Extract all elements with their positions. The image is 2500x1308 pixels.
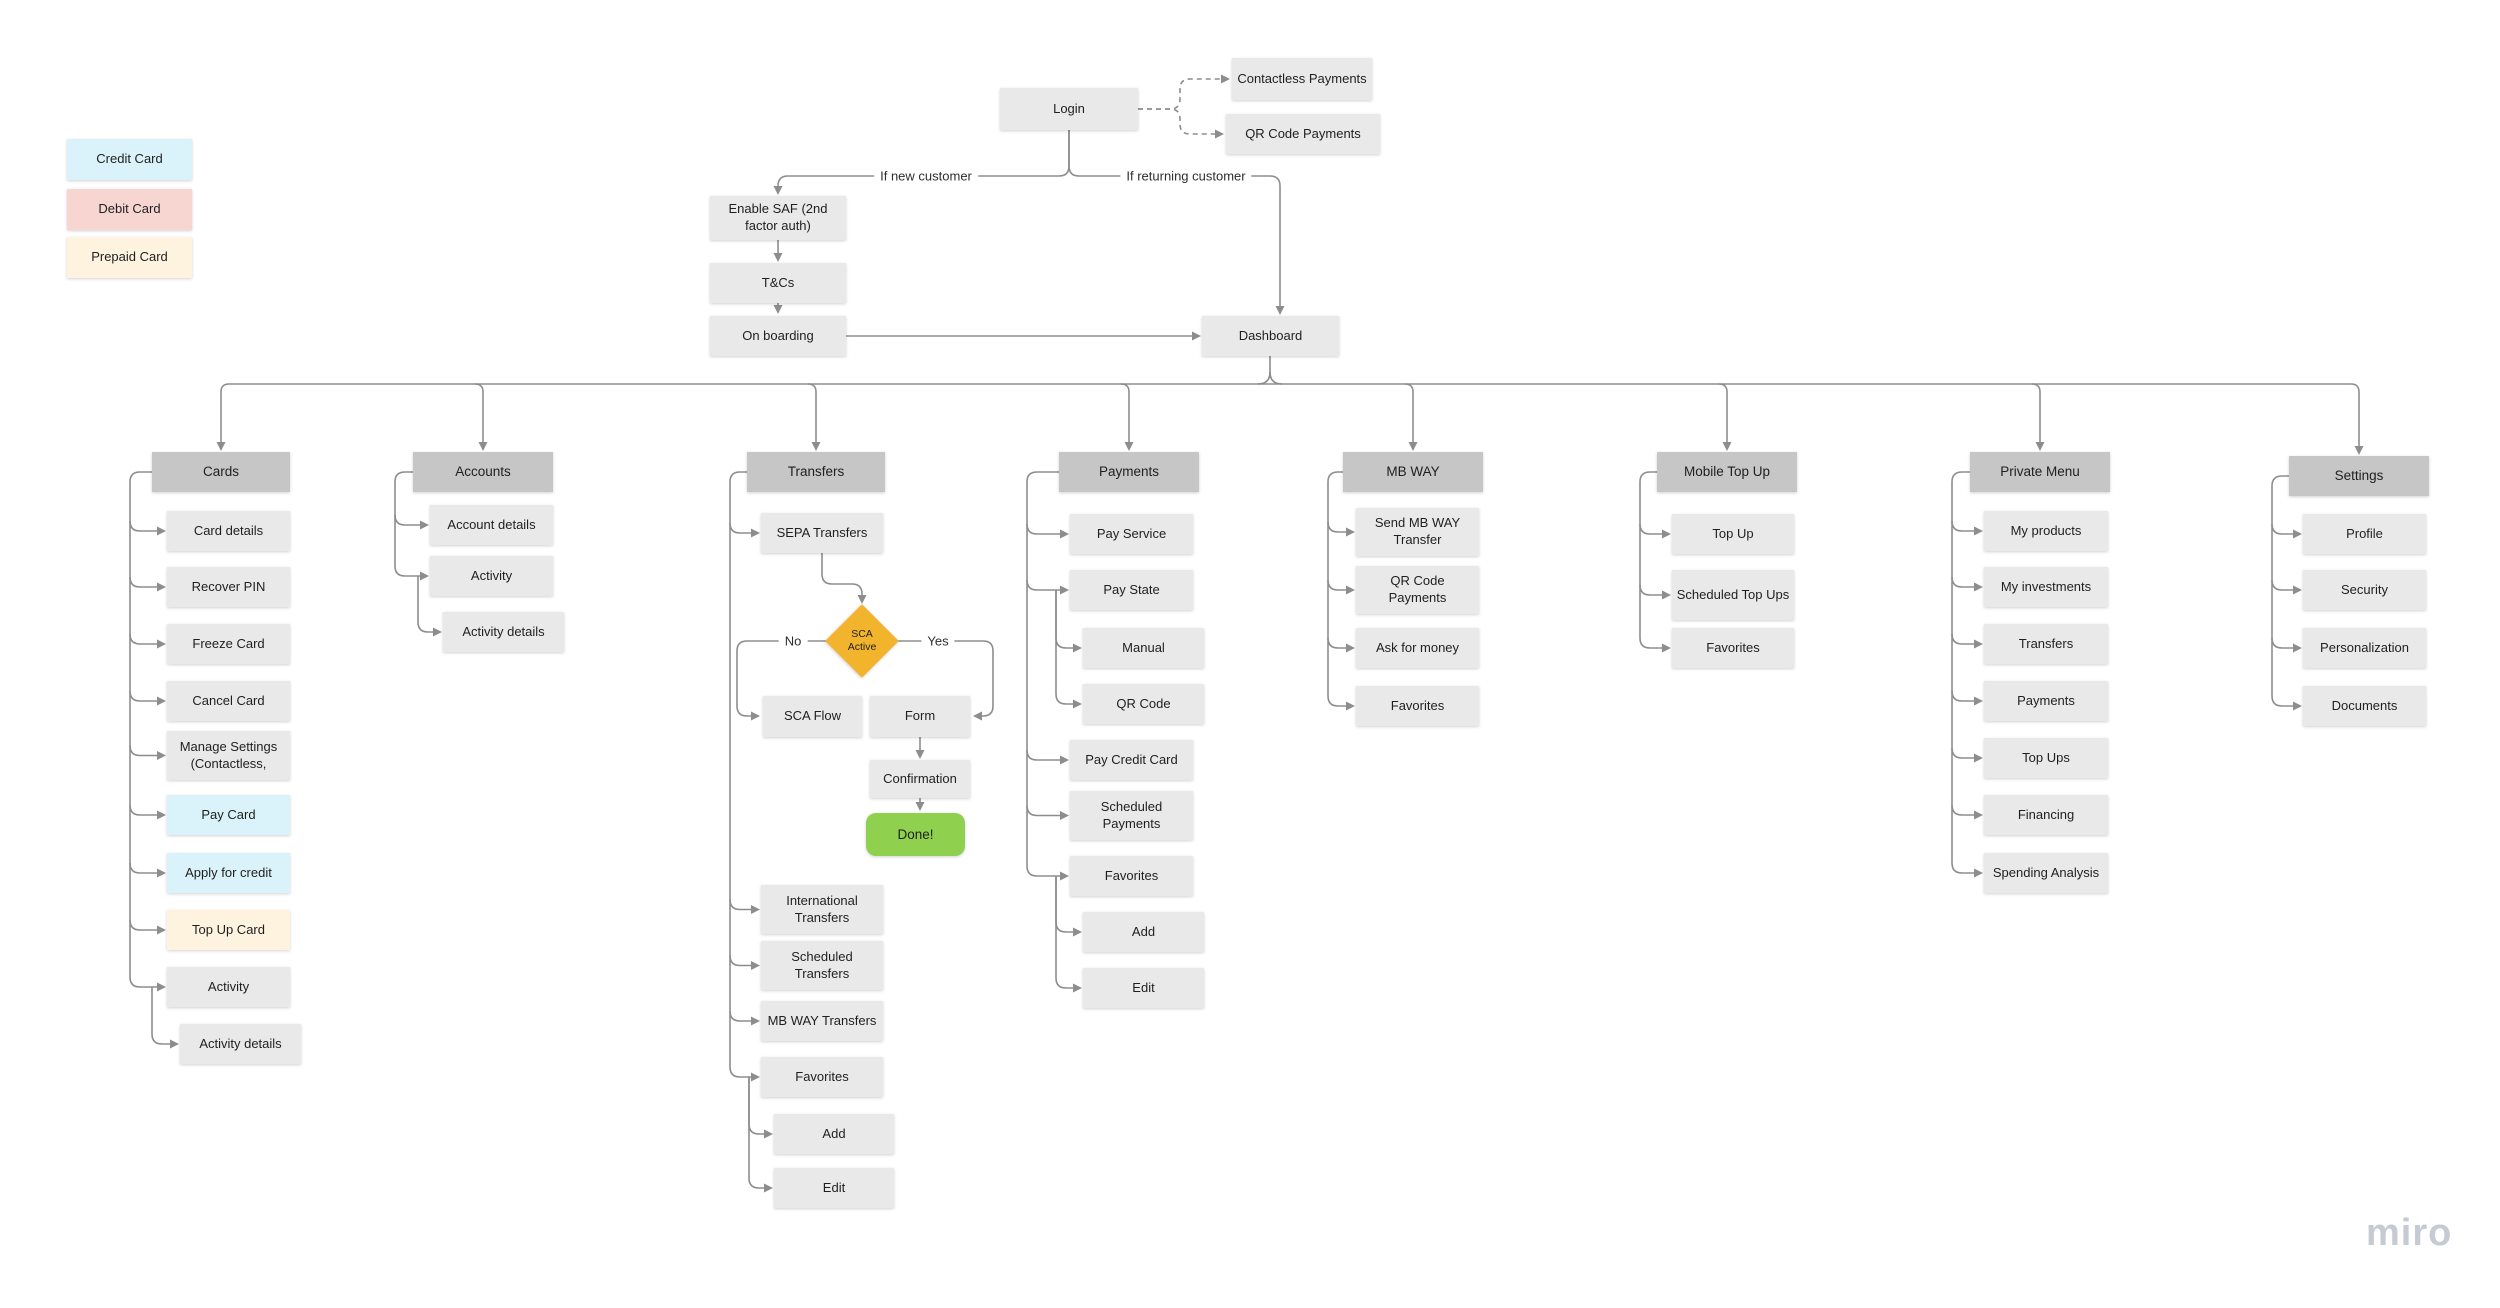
node-pay-state[interactable]: Pay State — [1070, 570, 1193, 610]
node-top-up-card[interactable]: Top Up Card — [167, 910, 290, 950]
legend-prepaid-card[interactable]: Prepaid Card — [67, 237, 192, 278]
column-header-private-menu[interactable]: Private Menu — [1970, 452, 2110, 492]
node-card-details[interactable]: Card details — [167, 511, 290, 551]
node-add[interactable]: Add — [774, 1114, 894, 1154]
node-cancel-card[interactable]: Cancel Card — [167, 681, 290, 721]
node-favorites[interactable]: Favorites — [1356, 686, 1479, 726]
node-activity-details[interactable]: Activity details — [180, 1024, 301, 1064]
node-enable-saf[interactable]: Enable SAF (2nd factor auth) — [710, 196, 846, 240]
node-qr-code-payments[interactable]: QR Code Payments — [1356, 566, 1479, 614]
node-on-boarding[interactable]: On boarding — [710, 316, 846, 356]
sca-active-decision-label: SCA Active — [847, 627, 877, 653]
node-financing[interactable]: Financing — [1984, 795, 2108, 835]
node-top-up[interactable]: Top Up — [1672, 514, 1794, 554]
node-pay-card[interactable]: Pay Card — [167, 795, 290, 835]
node-manage-settings-contactless[interactable]: Manage Settings (Contactless, — [167, 731, 290, 780]
column-header-payments[interactable]: Payments — [1059, 452, 1199, 492]
node-login[interactable]: Login — [1000, 88, 1138, 130]
node-documents[interactable]: Documents — [2303, 686, 2426, 726]
node-sepa-transfers[interactable]: SEPA Transfers — [761, 513, 883, 553]
node-profile[interactable]: Profile — [2303, 514, 2426, 554]
node-tcs[interactable]: T&Cs — [710, 263, 846, 303]
miro-logo: miro — [2366, 1212, 2453, 1254]
node-activity-details[interactable]: Activity details — [443, 612, 564, 652]
node-mb-way-transfers[interactable]: MB WAY Transfers — [761, 1001, 883, 1041]
column-header-mb-way[interactable]: MB WAY — [1343, 452, 1483, 492]
node-favorites[interactable]: Favorites — [1070, 856, 1193, 896]
node-ask-for-money[interactable]: Ask for money — [1356, 628, 1479, 668]
node-freeze-card[interactable]: Freeze Card — [167, 624, 290, 664]
legend-credit-card[interactable]: Credit Card — [67, 139, 192, 180]
node-confirmation[interactable]: Confirmation — [870, 760, 970, 798]
node-qr-code[interactable]: QR Code — [1083, 684, 1204, 724]
node-security[interactable]: Security — [2303, 570, 2426, 610]
node-send-mb-way-transfer[interactable]: Send MB WAY Transfer — [1356, 508, 1479, 556]
column-header-mobile-top-up[interactable]: Mobile Top Up — [1657, 452, 1797, 492]
node-personalization[interactable]: Personalization — [2303, 628, 2426, 668]
node-my-investments[interactable]: My investments — [1984, 567, 2108, 607]
node-favorites[interactable]: Favorites — [761, 1057, 883, 1097]
node-pay-credit-card[interactable]: Pay Credit Card — [1070, 740, 1193, 780]
node-payments[interactable]: Payments — [1984, 681, 2108, 721]
node-add[interactable]: Add — [1083, 912, 1204, 952]
node-my-products[interactable]: My products — [1984, 511, 2108, 551]
node-spending-analysis[interactable]: Spending Analysis — [1984, 853, 2108, 893]
node-international-transfers[interactable]: International Transfers — [761, 885, 883, 934]
node-apply-for-credit[interactable]: Apply for credit — [167, 853, 290, 893]
node-edit[interactable]: Edit — [1083, 968, 1204, 1008]
node-sca-flow[interactable]: SCA Flow — [763, 696, 862, 737]
column-header-transfers[interactable]: Transfers — [747, 452, 885, 492]
node-dashboard[interactable]: Dashboard — [1202, 316, 1339, 356]
legend-debit-card[interactable]: Debit Card — [67, 189, 192, 230]
node-qr-code-payments[interactable]: QR Code Payments — [1226, 114, 1380, 154]
node-done[interactable]: Done! — [866, 813, 965, 856]
node-pay-service[interactable]: Pay Service — [1070, 514, 1193, 554]
node-favorites[interactable]: Favorites — [1672, 628, 1794, 668]
edge-label-no[interactable]: No — [778, 633, 808, 649]
node-scheduled-payments[interactable]: Scheduled Payments — [1070, 791, 1193, 840]
node-top-ups[interactable]: Top Ups — [1984, 738, 2108, 778]
node-activity[interactable]: Activity — [167, 967, 290, 1007]
edge-label-if-new-customer[interactable]: If new customer — [874, 168, 978, 184]
edge-label-yes[interactable]: Yes — [921, 633, 955, 649]
node-edit[interactable]: Edit — [774, 1168, 894, 1208]
column-header-settings[interactable]: Settings — [2289, 456, 2429, 496]
node-scheduled-top-ups[interactable]: Scheduled Top Ups — [1672, 570, 1794, 620]
node-recover-pin[interactable]: Recover PIN — [167, 567, 290, 607]
node-scheduled-transfers[interactable]: Scheduled Transfers — [761, 941, 883, 990]
node-contactless-payments[interactable]: Contactless Payments — [1232, 58, 1372, 100]
node-transfers[interactable]: Transfers — [1984, 624, 2108, 664]
edge-label-if-returning-customer[interactable]: If returning customer — [1120, 168, 1252, 184]
node-form[interactable]: Form — [870, 696, 970, 737]
node-manual[interactable]: Manual — [1083, 628, 1204, 668]
node-account-details[interactable]: Account details — [430, 505, 553, 545]
node-activity[interactable]: Activity — [430, 556, 553, 596]
column-header-accounts[interactable]: Accounts — [413, 452, 553, 492]
column-header-cards[interactable]: Cards — [152, 452, 290, 492]
